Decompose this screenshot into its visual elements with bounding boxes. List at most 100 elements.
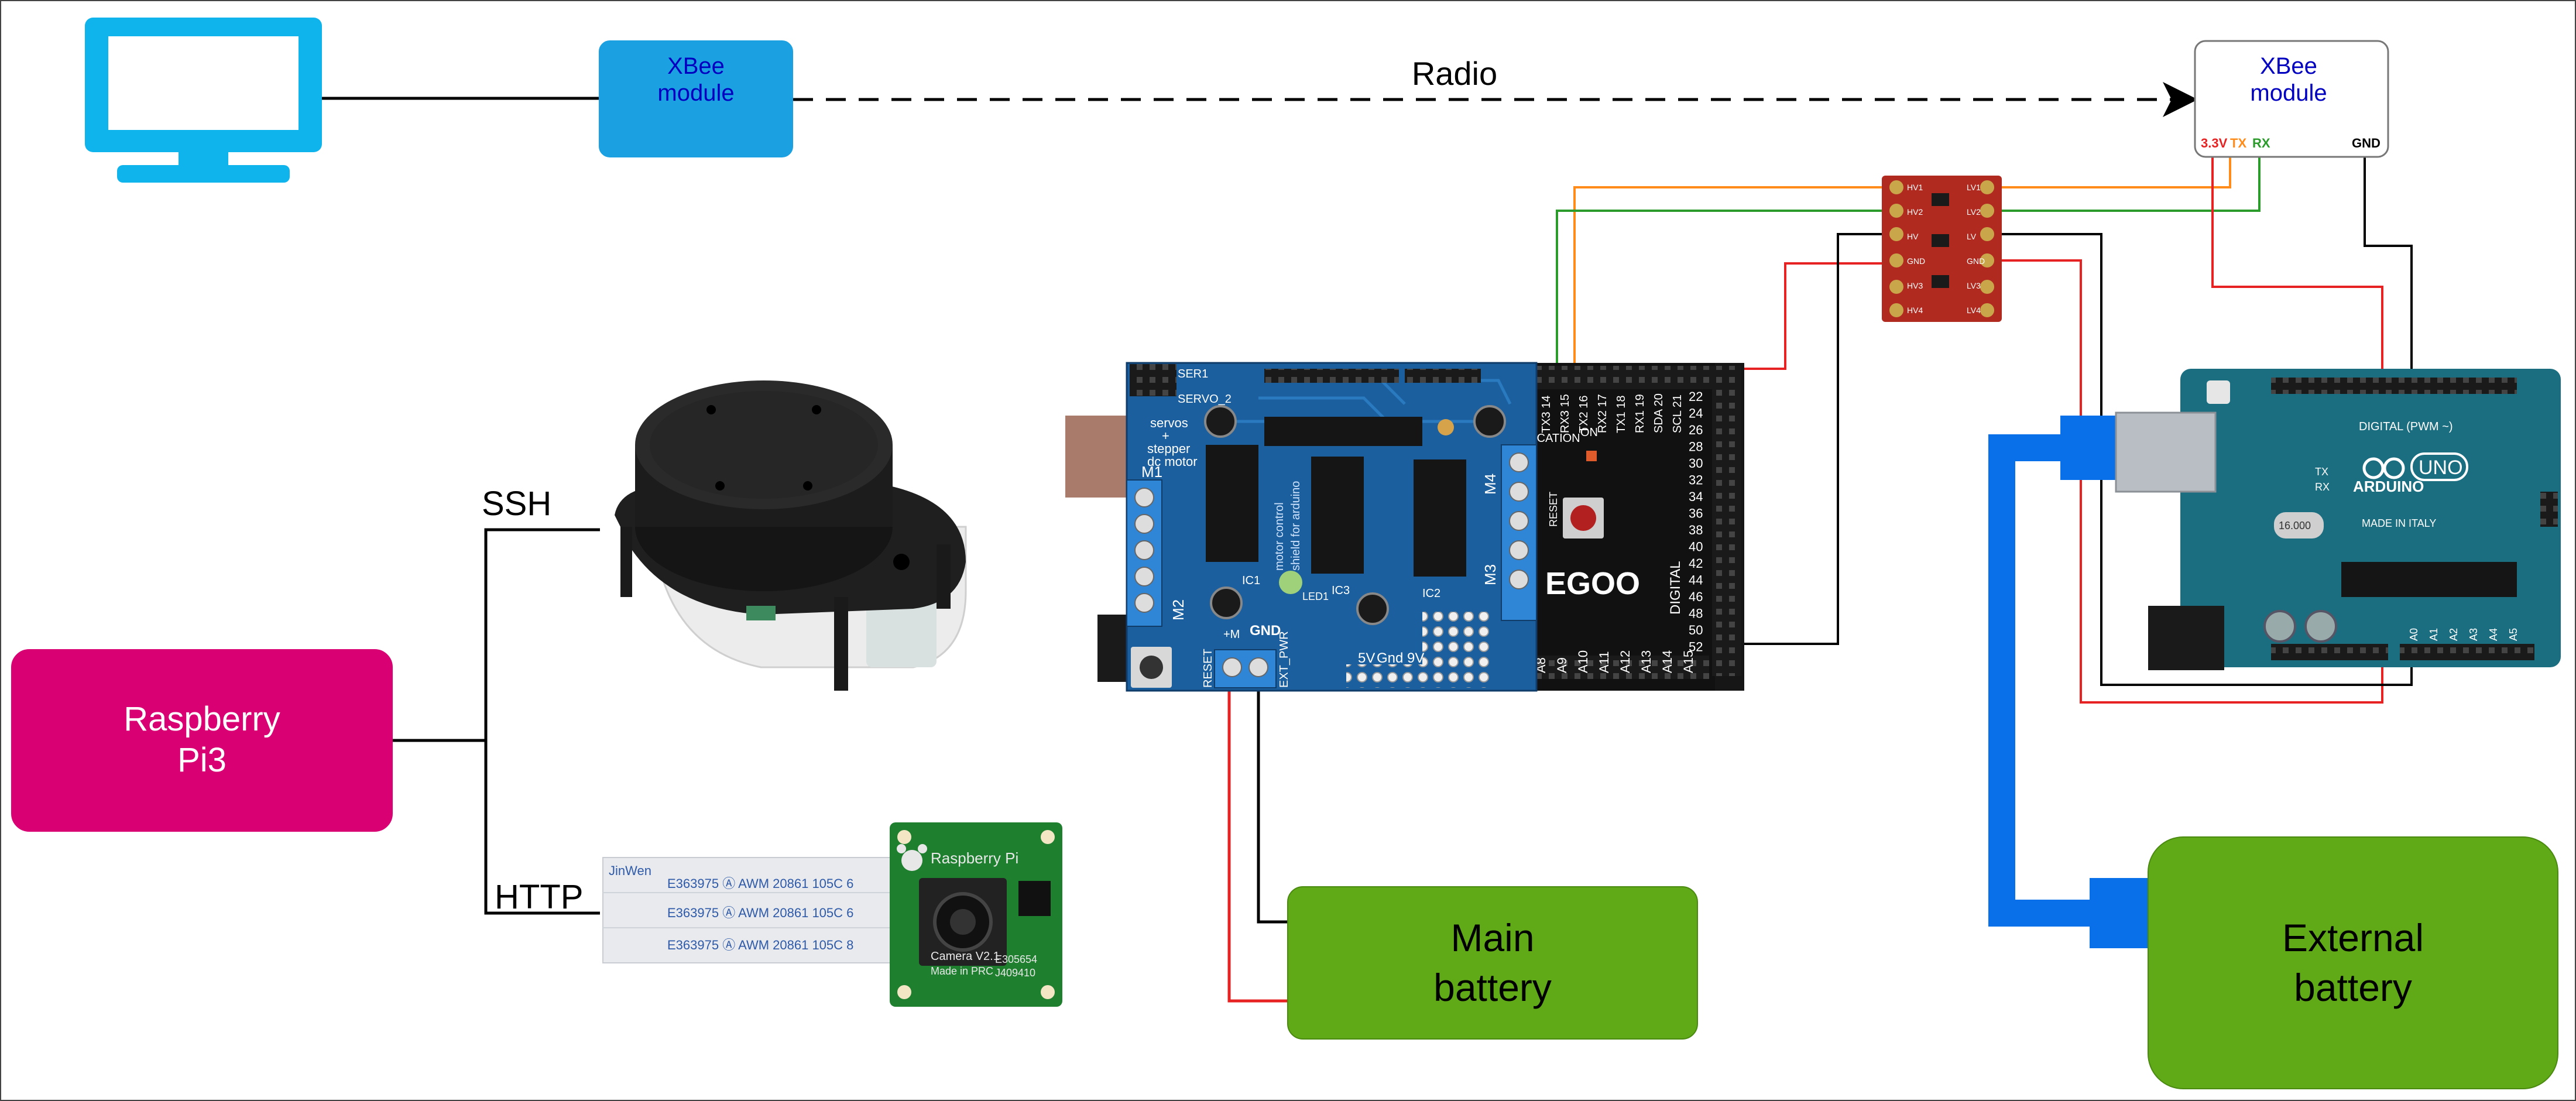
uno-rx: RX [2315, 481, 2330, 493]
level-shifter-red-wire [2002, 149, 2383, 704]
mega-analog-label: A14 [1660, 650, 1675, 673]
battery-usb-plug [2090, 878, 2148, 948]
mega-pin-label: 36 [1689, 506, 1703, 521]
mega-pin-label: 32 [1689, 473, 1703, 488]
external-battery-node: External battery [2148, 836, 2558, 1089]
mega-pin-label: 40 [1689, 540, 1703, 554]
mega-comm-label: SDA 20 [1652, 393, 1665, 433]
xbee-pin-gnd: GND [2352, 136, 2381, 150]
mega-comm-label: TX2 16 [1577, 396, 1590, 433]
mega-pin-label: 30 [1689, 456, 1703, 471]
uno-digital-label: DIGITAL (PWM ~) [2359, 420, 2453, 433]
level-shifter-pin: HV [1907, 232, 1919, 241]
xbee-left-line2: module [657, 80, 734, 106]
level-shifter-pin: GND [1967, 256, 1985, 266]
uno-analog-label: A2 [2448, 628, 2460, 641]
uno-tx: TX [2315, 466, 2328, 478]
level-shifter-pin: LV4 [1967, 306, 1981, 315]
camera-code: E305654 [995, 953, 1037, 965]
camera-made-in: Made in PRC [931, 965, 993, 977]
radio-label: Radio [1412, 55, 1497, 92]
shield-m4: M4 [1481, 474, 1499, 495]
main-battery-node: Main battery [1287, 886, 1698, 1040]
mega-comm-label: ICATION [1534, 432, 1580, 445]
mega-black-wire [1744, 233, 1882, 645]
mega-pin-label: 28 [1689, 440, 1703, 454]
mega-comm-label: RX1 19 [1634, 394, 1647, 433]
main-battery-black-wire [1257, 682, 1288, 924]
camera-board-brand: Raspberry Pi [931, 849, 1018, 867]
main-battery-red-wire [1227, 682, 1288, 1003]
mega-pin-label: 34 [1689, 489, 1703, 504]
raspberry-logo [897, 844, 927, 871]
shield-side-4: dc motor [1147, 454, 1198, 469]
mega-analog-label: A10 [1576, 650, 1590, 673]
shield-side-1: servos [1150, 416, 1188, 430]
mega-pin-label: 22 [1689, 389, 1703, 404]
camera-module-icon: JinWen E363975 Ⓐ AWM 20861 105C 6 E36397… [602, 822, 1062, 1007]
mega-brand: EGOO [1545, 566, 1640, 601]
mega-analog-label: A13 [1639, 650, 1654, 673]
xbee-left-line1: XBee [667, 53, 725, 79]
cable-line-3: E363975 Ⓐ AWM 20861 105C 8 [667, 938, 853, 952]
mega-comm-label: TX3 14 [1540, 396, 1553, 433]
shield-ic2: IC2 [1422, 587, 1440, 600]
uno-usb-cable [1988, 434, 2104, 927]
level-shifter-pin: HV4 [1907, 306, 1923, 315]
level-shifter-pin: GND [1907, 256, 1925, 266]
uno-crystal: 16.000 [2279, 520, 2311, 531]
uno-analog-header [2400, 644, 2534, 660]
level-shifter-pin: LV1 [1967, 183, 1981, 192]
http-label: HTTP [495, 878, 583, 916]
ssh-link [484, 528, 600, 915]
camera-date: J409410 [995, 967, 1035, 979]
mega-pin-label: 42 [1689, 556, 1703, 571]
xbee-right-line1: XBee [2260, 53, 2317, 79]
mega-pin-label: 24 [1689, 406, 1703, 421]
shield-m3: M3 [1481, 564, 1499, 585]
shield-center-1: motor control [1273, 502, 1286, 571]
cable-line-2: E363975 Ⓐ AWM 20861 105C 6 [667, 906, 853, 920]
xbee-right-node: XBee module 3.3V TX RX GND [2194, 40, 2389, 158]
mega-pin-label: 50 [1689, 623, 1703, 637]
shield-m2: M2 [1169, 599, 1187, 620]
level-shifter-pin: HV3 [1907, 281, 1923, 290]
shield-gnd: Gnd [1377, 650, 1403, 666]
mega-pin-label: 46 [1689, 589, 1703, 604]
shield-ser1: SER1 [1178, 368, 1208, 380]
connections [322, 82, 2413, 1003]
mega-digital-label: DIGITAL [1668, 561, 1683, 615]
arduino-uno-board: DIGITAL (PWM ~) ARDUINO UNO TX RX MADE I… [2115, 369, 2561, 670]
uno-analog-label: A1 [2428, 628, 2440, 641]
xbee-gnd-wire [2364, 149, 2413, 375]
mega-comm-label: RX3 15 [1559, 394, 1572, 433]
mega-pin-label: 38 [1689, 523, 1703, 537]
shield-servo2: SERVO_2 [1178, 393, 1232, 406]
uno-analog-label: A4 [2488, 628, 2499, 641]
main-battery-line1: Main [1450, 916, 1534, 959]
shield-ic3: IC3 [1332, 584, 1350, 597]
lidar-sensor-icon [615, 380, 967, 691]
level-shifter-pin: LV [1967, 232, 1977, 241]
monitor-icon [85, 18, 322, 183]
level-shifter-pin: LV3 [1967, 281, 1981, 290]
level-shifter-pin: LV2 [1967, 207, 1981, 217]
shield-plus-m: +M [1223, 628, 1240, 641]
cable-brand: JinWen [609, 863, 651, 878]
level-shifter-pin: HV1 [1907, 183, 1923, 192]
mega-analog-label: A15 [1681, 650, 1696, 673]
raspberry-pi-node: Raspberry Pi3 [11, 649, 393, 832]
xbee-pin-3v3: 3.3V [2201, 136, 2228, 150]
uno-digital-header [2271, 378, 2517, 394]
mega-red-wire [1744, 262, 1882, 370]
usb-cables [1988, 416, 2148, 948]
mega-analog-label: A9 [1555, 657, 1569, 673]
shield-m1: M1 [1141, 463, 1162, 481]
mega-comm-label: TX1 18 [1615, 396, 1628, 433]
